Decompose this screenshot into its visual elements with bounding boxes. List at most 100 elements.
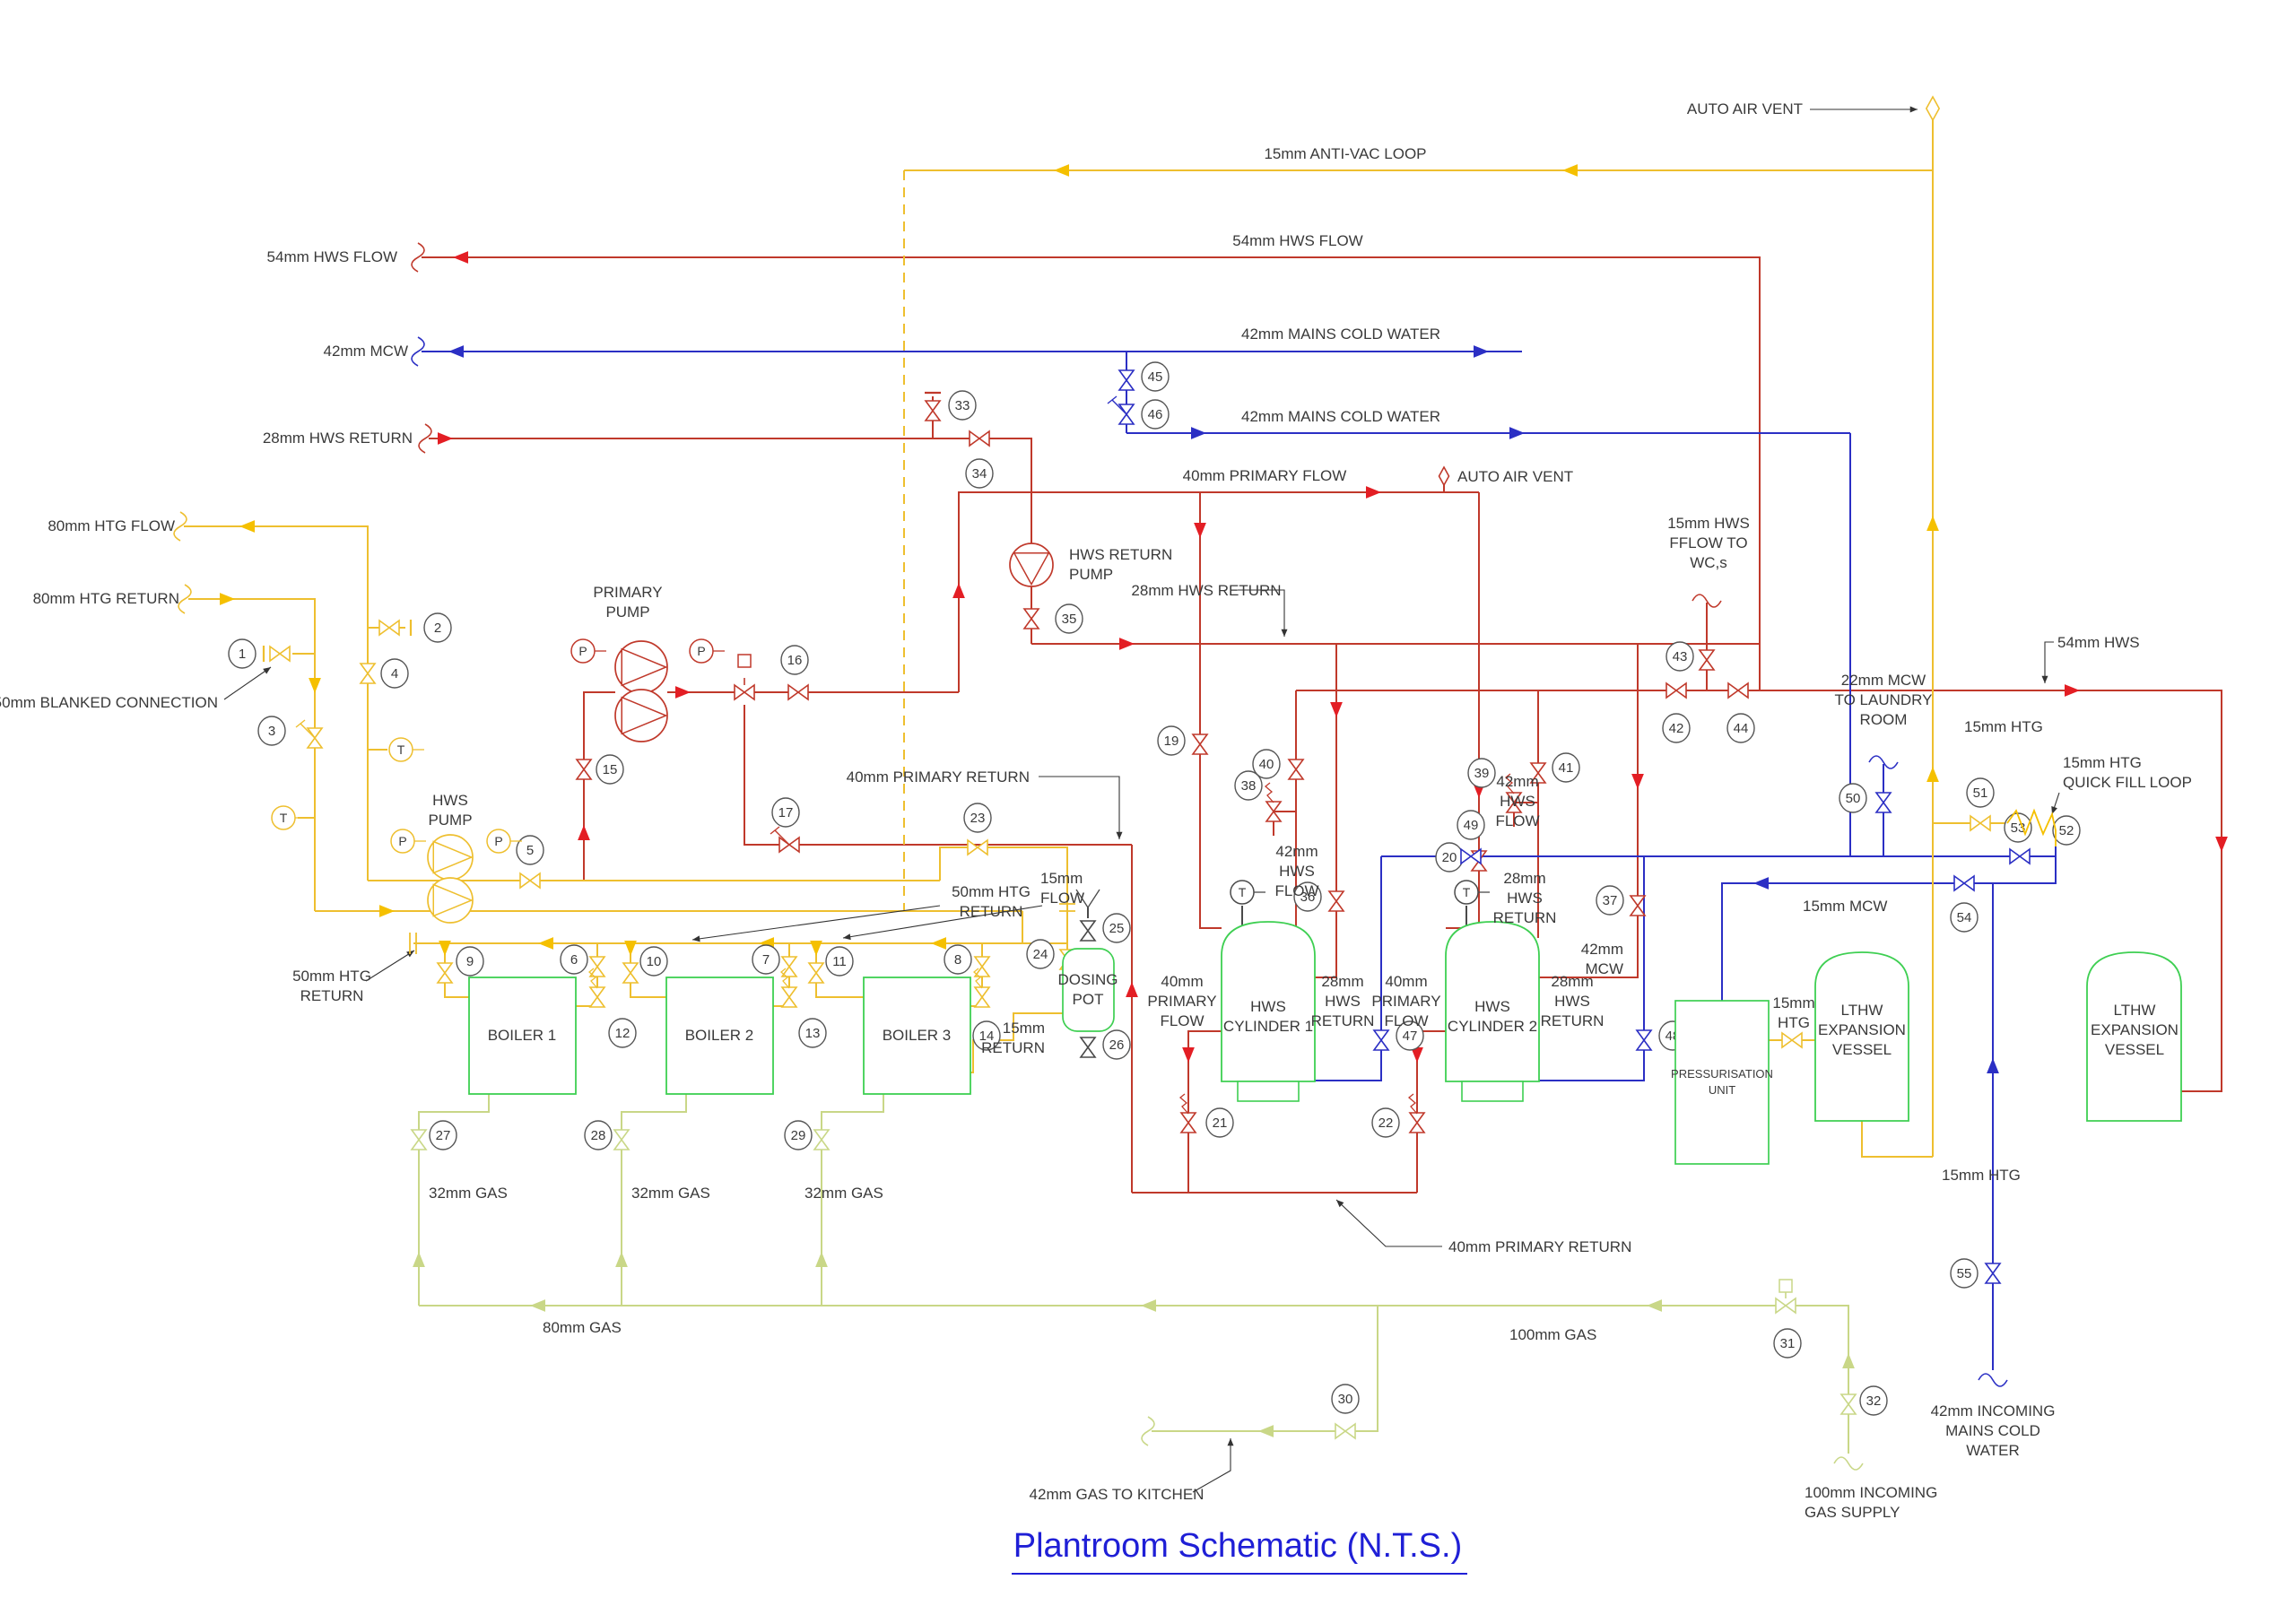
valve-tag-number: 22 xyxy=(1378,1116,1394,1131)
flow-arrow xyxy=(1054,164,1069,177)
pipe-label: DOSING xyxy=(1057,971,1118,988)
gauge-letter: T xyxy=(1463,885,1471,899)
pipe-label: PRIMARY xyxy=(1147,993,1216,1010)
valve-tag-number: 38 xyxy=(1241,778,1257,794)
pipe-break xyxy=(411,242,425,273)
valve-tag-circle xyxy=(1157,725,1186,756)
pipe-label: HWS xyxy=(1500,793,1535,810)
valve-body xyxy=(924,400,942,412)
gauge-letter: T xyxy=(1239,885,1247,899)
auto-air-vent-icon xyxy=(1925,95,1941,122)
pipe-red xyxy=(583,691,615,881)
relief-spring xyxy=(972,968,983,989)
pipe-red xyxy=(1416,1030,1446,1193)
pipe-red xyxy=(422,256,1761,690)
valve-tag-circle xyxy=(1055,603,1083,634)
relief-spring xyxy=(587,968,598,989)
gauge-letter: P xyxy=(398,834,406,848)
pipe-label: RETURN xyxy=(1311,1012,1375,1029)
leader-line xyxy=(365,950,415,982)
pipe-label: HWS xyxy=(1325,993,1361,1010)
valve-body xyxy=(613,1138,631,1150)
pipe-label: VESSEL xyxy=(1832,1041,1892,1058)
flow-arrow xyxy=(1987,1058,1999,1073)
valve-body xyxy=(1287,759,1305,771)
flow-arrow xyxy=(1926,767,1939,782)
flow-arrow xyxy=(1926,516,1939,531)
valve-body xyxy=(387,619,400,637)
pipe-label: RETURN xyxy=(300,987,364,1004)
valve-tag-circle xyxy=(1331,1384,1360,1414)
valve-tag-number: 10 xyxy=(647,954,662,969)
valve-tag-circle xyxy=(948,390,977,421)
relief-spring xyxy=(1407,1093,1418,1115)
valve-tag-number: 3 xyxy=(268,724,275,739)
flow-arrow xyxy=(815,1252,828,1267)
valve-tag-circle xyxy=(639,946,668,977)
pipe-label: CYLINDER 1 xyxy=(1223,1018,1313,1035)
pipe-break xyxy=(173,511,187,542)
valve-body xyxy=(973,956,991,968)
valve-body xyxy=(306,736,324,749)
valve-body xyxy=(588,995,606,1008)
pipe-label: 40mm xyxy=(1161,973,1203,990)
pipe-label: 42mm xyxy=(1496,773,1538,790)
valve-body xyxy=(780,986,798,999)
valve-body xyxy=(359,672,377,684)
pipe-label: HWS xyxy=(1554,993,1590,1010)
flow-arrow xyxy=(952,583,965,598)
pipe-label: 15mm HWS xyxy=(1667,515,1750,532)
flow-arrow xyxy=(578,825,590,840)
pipe-label: 54mm HWS FLOW xyxy=(1232,232,1362,249)
pipe-label: PRESSURISATION xyxy=(1671,1067,1773,1081)
valve-tag-circle xyxy=(1371,1107,1400,1138)
flow-arrow xyxy=(931,937,946,950)
valve-body xyxy=(969,430,981,447)
flow-arrow xyxy=(530,1299,545,1312)
flow-arrow xyxy=(239,520,255,533)
valve-body xyxy=(780,956,798,968)
valve-body xyxy=(978,430,990,447)
pipe-red xyxy=(1539,644,1639,978)
valve-body xyxy=(1469,847,1482,865)
leader-line xyxy=(223,666,272,700)
valve-body xyxy=(1698,658,1716,671)
valve-body xyxy=(1635,1038,1653,1051)
valve-tag-number: 8 xyxy=(954,952,961,968)
pipe-red xyxy=(1199,492,1222,929)
valve-body xyxy=(2009,847,2022,865)
pipe-label: MAINS COLD xyxy=(1945,1422,2040,1439)
flow-arrow xyxy=(1842,1353,1855,1368)
pipe-y xyxy=(939,846,1068,943)
quick-fill-coil xyxy=(2006,808,2057,846)
valve-body xyxy=(1698,649,1716,662)
valve-tag-number: 34 xyxy=(972,466,987,482)
pipe-blue xyxy=(1539,856,1645,1081)
valve-body xyxy=(1265,801,1283,813)
valve-tag-circle xyxy=(1950,1258,1979,1289)
pipe-label: WATER xyxy=(1966,1442,2020,1459)
pipe-label: 42mm MAINS COLD WATER xyxy=(1241,326,1440,343)
valve-tag-number: 47 xyxy=(1403,1029,1418,1044)
valve-tag-number: 45 xyxy=(1148,369,1163,385)
valve-tag-circle xyxy=(228,638,257,669)
valve-tag-circle xyxy=(1457,810,1485,840)
valve-tag-number: 12 xyxy=(615,1026,631,1041)
valve-tag-number: 39 xyxy=(1474,766,1490,781)
valve-tag-circle xyxy=(584,1120,613,1150)
flow-arrow xyxy=(624,941,637,956)
globe-tick xyxy=(1107,395,1118,404)
boiler xyxy=(863,977,971,1095)
valve-tag-number: 11 xyxy=(832,954,847,969)
valve-tag-number: 19 xyxy=(1164,734,1179,749)
pump-impeller xyxy=(621,647,668,687)
pipe-break xyxy=(1978,1373,2008,1387)
pipe-label: HWS RETURN xyxy=(1069,546,1172,563)
pipe-label: 50mm HTG xyxy=(292,968,371,985)
pipe-label: 42mm MAINS COLD WATER xyxy=(1241,408,1440,425)
pipe-y xyxy=(815,943,864,998)
globe-tick xyxy=(770,826,780,835)
pump-impeller xyxy=(621,696,668,735)
pipe-label: HTG xyxy=(1778,1014,1810,1031)
